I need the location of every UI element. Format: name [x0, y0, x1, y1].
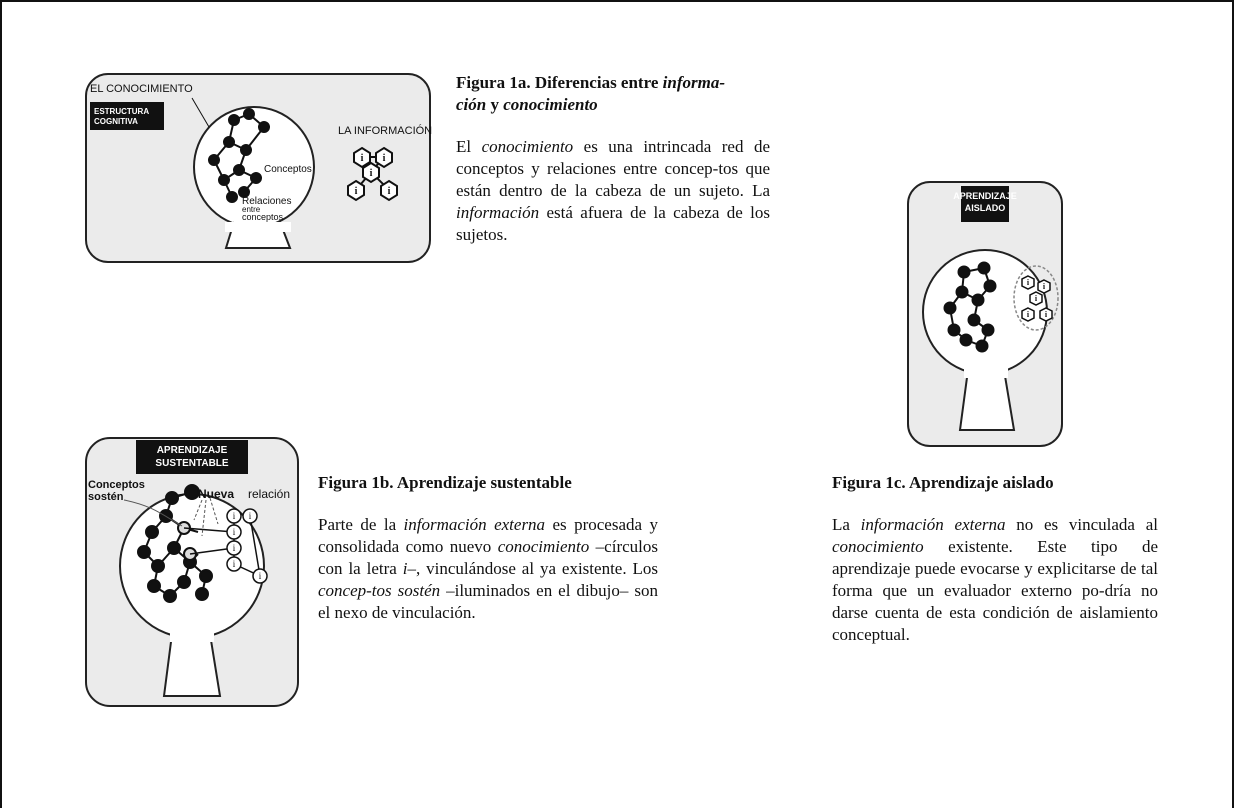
svg-text:i: i — [361, 153, 364, 164]
figure-1a-caption: Figura 1a. Diferencias entre informa- ci… — [456, 72, 770, 246]
svg-text:i: i — [1035, 294, 1038, 303]
label-relaciones-conceptos: conceptos — [242, 212, 284, 222]
svg-text:i: i — [233, 559, 236, 569]
svg-text:i: i — [1045, 310, 1048, 319]
label-relaciones: Relaciones — [242, 196, 291, 207]
label-conceptos-b: Conceptos — [88, 479, 145, 491]
svg-text:i: i — [249, 511, 252, 521]
label-estructura: ESTRUCTURA — [94, 107, 149, 116]
figure-1c-caption: Figura 1c. Aprendizaje aislado La inform… — [832, 472, 1158, 646]
svg-text:i: i — [370, 168, 373, 179]
figure-1a-title: Figura 1a. Diferencias entre informa- ci… — [456, 73, 725, 114]
body-text: está afuera de la cabeza de los sujetos. — [456, 203, 770, 244]
body-text: es una intrincada red de conceptos y rel… — [456, 137, 770, 200]
figure-1c-body: La información externa no es vinculada a… — [832, 515, 1158, 644]
label-entre: entre — [242, 205, 261, 214]
label-cognitiva: COGNITIVA — [94, 117, 138, 126]
banner-aprendizaje-b: APRENDIZAJE — [157, 445, 228, 456]
label-el-conocimiento: EL CONOCIMIENTO — [90, 83, 193, 95]
figure-1a-body: El conocimiento es una intrincada red de… — [456, 136, 770, 246]
svg-text:i: i — [1027, 278, 1030, 287]
svg-text:i: i — [388, 186, 391, 197]
label-la-informacion: LA INFORMACIÓN — [338, 124, 432, 137]
banner-aprendizaje: APRENDIZAJE — [953, 191, 1017, 201]
banner-aislado: AISLADO — [965, 203, 1006, 213]
label-nueva: Nueva — [198, 487, 234, 501]
figure-1b-title: Figura 1b. Aprendizaje sustentable — [318, 473, 572, 492]
svg-text:i: i — [233, 543, 236, 553]
svg-text:i: i — [233, 511, 236, 521]
body-emphasis: conocimiento — [481, 137, 574, 156]
body-text: El — [456, 137, 482, 156]
label-sosten: sostén — [88, 491, 124, 503]
label-relacion: relación — [248, 487, 290, 501]
svg-text:i: i — [1043, 282, 1046, 291]
figure-1c-title: Figura 1c. Aprendizaje aislado — [832, 473, 1054, 492]
figure-1b-body: Parte de la información externa es proce… — [318, 515, 659, 622]
svg-text:i: i — [355, 186, 358, 197]
svg-text:i: i — [233, 527, 236, 537]
svg-text:i: i — [383, 153, 386, 164]
svg-text:i: i — [1027, 310, 1030, 319]
svg-text:i: i — [259, 571, 262, 581]
figure-1b-caption: Figura 1b. Aprendizaje sustentable Parte… — [318, 472, 658, 624]
banner-sustentable: SUSTENTABLE — [155, 458, 228, 469]
body-emphasis: información — [456, 203, 540, 222]
label-conceptos: Conceptos — [264, 164, 312, 175]
